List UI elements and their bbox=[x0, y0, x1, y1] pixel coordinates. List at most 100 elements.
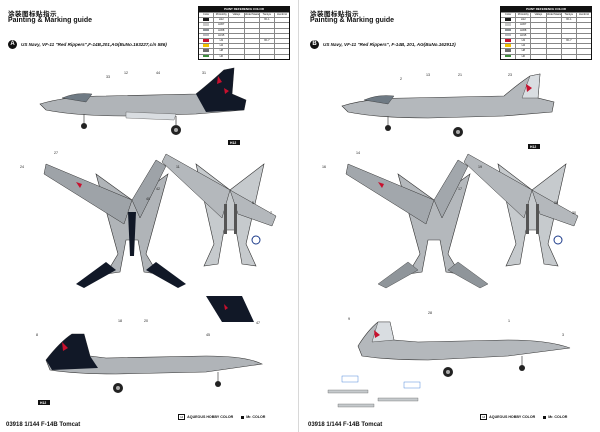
aircraft-drawings-b: H12 bbox=[322, 73, 579, 408]
paint-table-row: H307 bbox=[501, 22, 591, 28]
legend-mr-color: Mr. COLOR bbox=[548, 415, 568, 419]
color-swatch bbox=[505, 28, 512, 32]
svg-text:31: 31 bbox=[202, 71, 206, 75]
scheme-title: US Navy, VF-11 "Red Rippers",F-14B,201,A… bbox=[21, 42, 167, 47]
svg-text:44: 44 bbox=[156, 71, 160, 75]
side-profile-b-2 bbox=[357, 321, 571, 377]
scheme-badge: A bbox=[8, 40, 17, 49]
color-swatch bbox=[505, 54, 512, 58]
paint-table-title: PAINT REFERENCE COLOR bbox=[501, 7, 591, 12]
chinese-title: 涂装图标贴指示 bbox=[8, 11, 57, 18]
color-swatch bbox=[203, 23, 210, 26]
aircraft-drawings-a: H12 bbox=[20, 67, 277, 405]
paint-table-row: H6 bbox=[199, 53, 289, 59]
svg-text:3: 3 bbox=[562, 333, 564, 337]
side-profile-a-2: H12 bbox=[38, 333, 263, 405]
paint-table-row: H315 bbox=[199, 32, 289, 38]
chinese-title: 涂装图标贴指示 bbox=[310, 11, 359, 18]
scheme-title: US Navy, VF-11 "Red Rippers", F-14B, 201… bbox=[323, 42, 456, 47]
callout-numbers-b: 2 13 21 23 14 16 17 19 26 30 9 28 1 3 bbox=[322, 73, 576, 337]
paint-table-row: H4 bbox=[501, 43, 591, 49]
paint-reference-table: PAINT REFERENCE COLOR Color Mr.Hobby Val… bbox=[198, 6, 290, 60]
svg-text:1: 1 bbox=[508, 319, 510, 323]
paint-table-row: H4 bbox=[199, 43, 289, 49]
bottom-view-b bbox=[463, 153, 579, 267]
svg-text:40: 40 bbox=[146, 197, 150, 201]
page-divider bbox=[298, 0, 299, 432]
color-swatch bbox=[203, 49, 210, 52]
svg-text:45: 45 bbox=[206, 333, 210, 337]
scheme-heading: A US Navy, VF-11 "Red Rippers",F-14B,201… bbox=[8, 40, 167, 49]
svg-text:30: 30 bbox=[572, 211, 576, 215]
side-profile-b: H12 bbox=[341, 73, 555, 149]
top-view-a bbox=[43, 159, 186, 288]
english-title: Painting & Marking guide bbox=[8, 17, 93, 24]
color-swatch bbox=[203, 28, 210, 32]
color-swatch bbox=[505, 23, 512, 26]
paint-table-row: H308 bbox=[199, 27, 289, 33]
color-swatch bbox=[505, 44, 512, 47]
color-legend-a: H AQUEOUS HOBBY COLOR Mr. COLOR bbox=[178, 414, 265, 420]
svg-text:18: 18 bbox=[118, 319, 122, 323]
svg-text:17: 17 bbox=[458, 187, 462, 191]
color-swatch bbox=[203, 33, 210, 37]
footer-title-a: 03918 1/144 F-14B Tomcat bbox=[6, 422, 81, 428]
svg-text:11: 11 bbox=[176, 165, 180, 169]
paint-table-header: Color Mr.Hobby Vallejo Model Master Tami… bbox=[501, 12, 591, 18]
svg-text:8: 8 bbox=[36, 333, 38, 337]
color-swatch bbox=[505, 49, 512, 52]
svg-text:28: 28 bbox=[428, 311, 432, 315]
svg-text:33: 33 bbox=[106, 75, 110, 79]
paint-table-title: PAINT REFERENCE COLOR bbox=[199, 7, 289, 12]
color-swatch bbox=[203, 39, 210, 42]
english-title: Painting & Marking guide bbox=[310, 17, 395, 24]
paint-table-header: Color Mr.Hobby Vallejo Model Master Tami… bbox=[199, 12, 289, 18]
svg-text:7: 7 bbox=[270, 211, 272, 215]
legend-mr-color: Mr. COLOR bbox=[246, 415, 266, 419]
marking-sheet-a: 涂装图标贴指示 Painting & Marking guide PAINT R… bbox=[6, 4, 292, 422]
svg-text:H12: H12 bbox=[530, 145, 536, 149]
footer-title-b: 03918 1/144 F-14B Tomcat bbox=[308, 422, 383, 428]
legend-aqueous: AQUEOUS HOBBY COLOR bbox=[489, 415, 536, 419]
side-profile-a: H12 bbox=[39, 67, 247, 145]
svg-text:9: 9 bbox=[348, 317, 350, 321]
marking-sheet-b: 涂装图标贴指示 Painting & Marking guide PAINT R… bbox=[308, 4, 594, 422]
color-swatch bbox=[203, 44, 210, 47]
svg-text:H12: H12 bbox=[40, 401, 46, 405]
svg-text:27: 27 bbox=[54, 151, 58, 155]
scheme-badge: B bbox=[310, 40, 319, 49]
paint-table-row: H307 bbox=[199, 22, 289, 28]
weapons-breakout-b bbox=[327, 375, 421, 408]
legend-aqueous: AQUEOUS HOBBY COLOR bbox=[187, 415, 234, 419]
paint-table-row: H8 bbox=[199, 48, 289, 54]
svg-text:26: 26 bbox=[554, 201, 558, 205]
legend-box-h: H bbox=[178, 414, 186, 420]
svg-text:13: 13 bbox=[426, 73, 430, 77]
svg-text:12: 12 bbox=[124, 71, 128, 75]
svg-text:H12: H12 bbox=[230, 141, 236, 145]
svg-text:16: 16 bbox=[322, 165, 326, 169]
legend-square-icon bbox=[241, 415, 245, 419]
svg-text:14: 14 bbox=[356, 151, 360, 155]
callout-numbers-a: 33 12 44 31 27 24 42 40 11 5 7 8 18 20 4… bbox=[20, 71, 272, 337]
color-swatch bbox=[203, 18, 210, 21]
paint-table-row: H6 bbox=[501, 53, 591, 59]
color-legend-b: H AQUEOUS HOBBY COLOR Mr. COLOR bbox=[480, 414, 567, 420]
scheme-heading: B US Navy, VF-11 "Red Rippers", F-14B, 2… bbox=[310, 40, 456, 49]
color-swatch bbox=[505, 33, 512, 37]
svg-text:24: 24 bbox=[20, 165, 24, 169]
fin-detail-a bbox=[206, 296, 254, 322]
paint-table-row: H8 bbox=[501, 48, 591, 54]
paint-reference-table: PAINT REFERENCE COLOR Color Mr.Hobby Val… bbox=[500, 6, 592, 60]
svg-text:47: 47 bbox=[256, 321, 260, 325]
bottom-view-a bbox=[161, 153, 277, 267]
svg-text:42: 42 bbox=[156, 187, 160, 191]
color-swatch bbox=[505, 39, 512, 42]
svg-text:20: 20 bbox=[144, 319, 148, 323]
paint-table-row: H308 bbox=[501, 27, 591, 33]
